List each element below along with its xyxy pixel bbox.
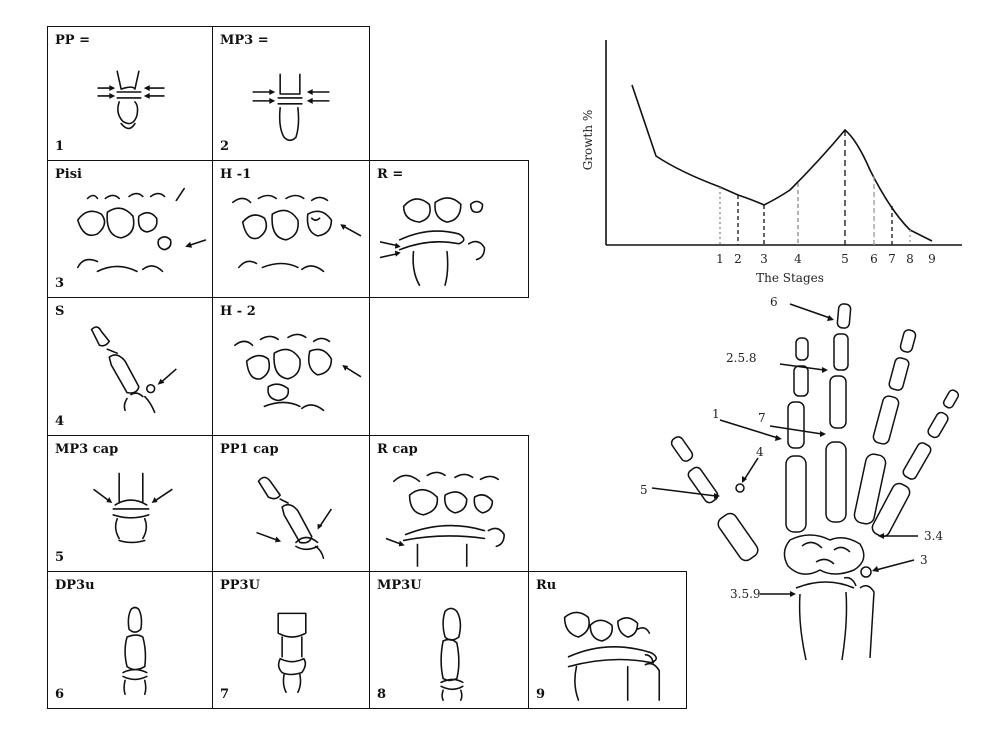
bone-sketch-phalanx xyxy=(97,70,165,130)
bone-sketch-sesamoid xyxy=(90,326,177,414)
panel-h2: H - 2 xyxy=(212,297,370,436)
stage-tick-label: 2 xyxy=(734,252,742,266)
bone-sketch-pp1-cap xyxy=(256,476,333,559)
panel-title: PP1 cap xyxy=(220,442,279,457)
panel-title: MP3U xyxy=(377,578,422,593)
hand-bones xyxy=(670,303,960,661)
bone-sketch-hamate-2 xyxy=(234,333,362,412)
bone-sketch-middle-phalanx xyxy=(252,73,330,142)
hand-arrows xyxy=(651,303,918,597)
panel-number: 6 xyxy=(55,687,65,702)
growth-chart: Growth % The Stages 1 2 3 4 5 6 7 8 9 xyxy=(581,40,962,285)
panel-number: 9 xyxy=(536,687,546,702)
panel-number: 7 xyxy=(220,687,230,702)
hand-label: 3.4 xyxy=(924,529,943,543)
panel-title: Pisi xyxy=(55,167,82,182)
hand-label: 3 xyxy=(920,553,928,567)
x-axis-label: The Stages xyxy=(756,271,824,285)
panel-title: DP3u xyxy=(55,578,95,593)
panel-ru: Ru 9 xyxy=(528,571,687,709)
panel-title: R cap xyxy=(377,442,418,457)
bone-sketch-radius-cap xyxy=(385,471,505,567)
bone-sketch-cap xyxy=(93,472,173,544)
hand-stage-labels: 6 2.5.8 1 7 4 5 3.4 3 3.5.9 xyxy=(640,295,943,601)
panel-title: MP3 cap xyxy=(55,442,119,457)
stage-tick-label: 3 xyxy=(760,252,768,266)
stage-tick-label: 4 xyxy=(794,252,802,266)
panel-s: S 4 xyxy=(47,297,213,436)
panel-dp3u: DP3u 6 xyxy=(47,571,213,709)
panel-rcap: R cap xyxy=(369,435,529,572)
stage-tick-label: 1 xyxy=(716,252,724,266)
panel-pp3u: PP3U 7 xyxy=(212,571,370,709)
stage-tick-label: 6 xyxy=(870,252,878,266)
panel-title: MP3 = xyxy=(220,33,269,48)
panel-number: 4 xyxy=(55,414,65,429)
panel-number: 5 xyxy=(55,550,65,565)
panel-pisi: Pisi 3 xyxy=(47,160,213,298)
hand-label: 2.5.8 xyxy=(726,351,757,365)
panel-pp: PP = 1 xyxy=(47,26,213,161)
panel-number: 8 xyxy=(377,687,387,702)
bone-sketch-middle-phalanx-union xyxy=(440,607,464,701)
stage-markers xyxy=(719,130,911,245)
bone-sketch-proximal-phalanx xyxy=(277,612,307,694)
panel-mp3: MP3 = 2 xyxy=(212,26,370,161)
stage-tick-labels: 1 2 3 4 5 6 7 8 9 xyxy=(716,252,936,266)
hand-label: 5 xyxy=(640,483,648,497)
stage-tick-label: 7 xyxy=(888,252,896,266)
bone-sketch-radius xyxy=(379,197,486,286)
hand-label: 6 xyxy=(770,295,778,309)
bone-sketch-radius-ulna xyxy=(563,611,661,701)
bone-sketch-hamate xyxy=(232,194,362,273)
hand-label: 1 xyxy=(712,407,720,421)
panel-title: Ru xyxy=(536,578,557,593)
panel-mp3u: MP3U 8 xyxy=(369,571,529,709)
hand-label: 3.5.9 xyxy=(730,587,761,601)
panel-title: PP3U xyxy=(220,578,260,593)
panel-h1: H -1 xyxy=(212,160,370,298)
hand-label: 7 xyxy=(758,411,766,425)
bone-sketch-carpals xyxy=(76,187,207,273)
panel-title: S xyxy=(55,304,65,319)
panel-r: R = xyxy=(369,160,529,298)
y-axis-label: Growth % xyxy=(581,110,595,171)
panel-title: H - 2 xyxy=(220,304,256,319)
panel-number: 2 xyxy=(220,139,230,154)
stage-tick-label: 8 xyxy=(906,252,914,266)
panel-number: 3 xyxy=(55,276,65,291)
bone-sketch-distal-phalanx xyxy=(122,606,148,695)
growth-curve xyxy=(631,84,933,242)
panel-title: PP = xyxy=(55,33,90,48)
hand-label: 4 xyxy=(756,445,764,459)
panel-title: R = xyxy=(377,167,404,182)
panel-mp3cap: MP3 cap 5 xyxy=(47,435,213,572)
stage-tick-label: 5 xyxy=(841,252,849,266)
panel-number: 1 xyxy=(55,139,65,154)
panel-title: H -1 xyxy=(220,167,252,182)
stage-tick-label: 9 xyxy=(928,252,936,266)
hand-skeleton-diagram: 6 2.5.8 1 7 4 5 3.4 3 3.5.9 xyxy=(640,295,960,661)
panel-pp1cap: PP1 cap xyxy=(212,435,370,572)
